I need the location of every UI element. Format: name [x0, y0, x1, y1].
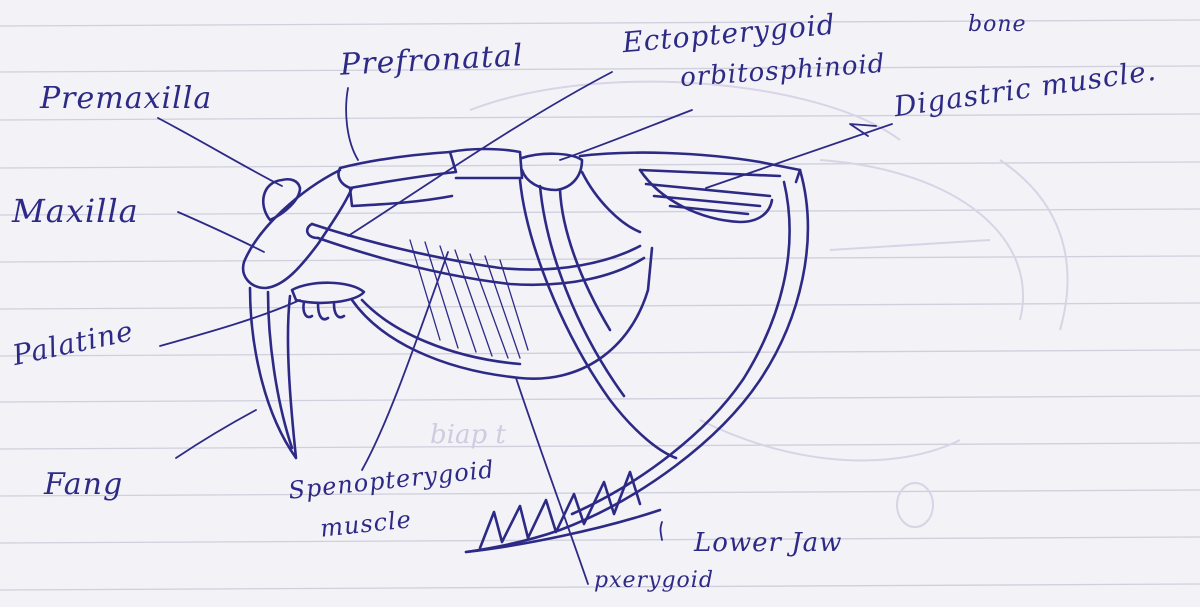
label-pterygoid: pxerygoid: [594, 570, 714, 592]
bleed-through-text: biap t: [430, 420, 506, 450]
label-lower-jaw: Lower Jaw: [694, 530, 842, 556]
label-bone: bone: [968, 14, 1027, 36]
label-premaxilla: Premaxilla: [40, 84, 212, 114]
sphenopterygoid-hatching: [410, 240, 528, 358]
maxilla-shape: [243, 170, 352, 288]
snake-skull-diagram: [158, 72, 892, 584]
fang-shape: [250, 288, 296, 458]
label-fang: Fang: [44, 470, 123, 500]
ectopterygoid-shape: [312, 224, 640, 270]
label-maxilla: Maxilla: [12, 195, 139, 227]
